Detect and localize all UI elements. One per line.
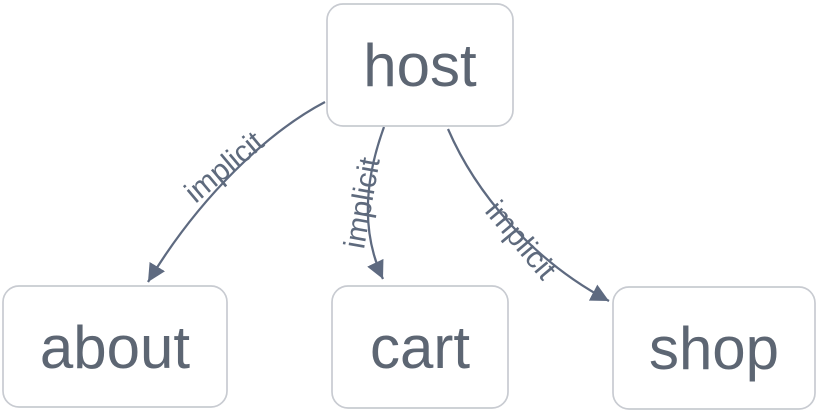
node-cart-label: cart: [370, 314, 470, 381]
edge-label-host-about: implicit: [179, 125, 271, 210]
node-shop-box: [612, 286, 816, 410]
node-host-label: host: [363, 32, 477, 99]
edge-host-shop: [446, 128, 610, 302]
node-about-box: [2, 285, 228, 408]
node-shop-label: shop: [649, 315, 779, 382]
node-shop: shop: [612, 286, 816, 410]
edge-labels-layer: implicit implicit implicit: [179, 125, 564, 287]
node-about-label: about: [40, 314, 190, 381]
node-cart-box: [331, 285, 509, 409]
edge-label-host-shop: implicit: [479, 195, 564, 287]
node-cart: cart: [331, 285, 509, 409]
node-host: host: [326, 3, 514, 127]
edge-host-about: [147, 101, 326, 283]
edge-host-cart: [366, 126, 386, 280]
node-host-box: [326, 3, 514, 127]
edges-layer: [147, 101, 610, 302]
edge-label-host-cart: implicit: [338, 154, 387, 251]
node-about: about: [2, 285, 228, 408]
